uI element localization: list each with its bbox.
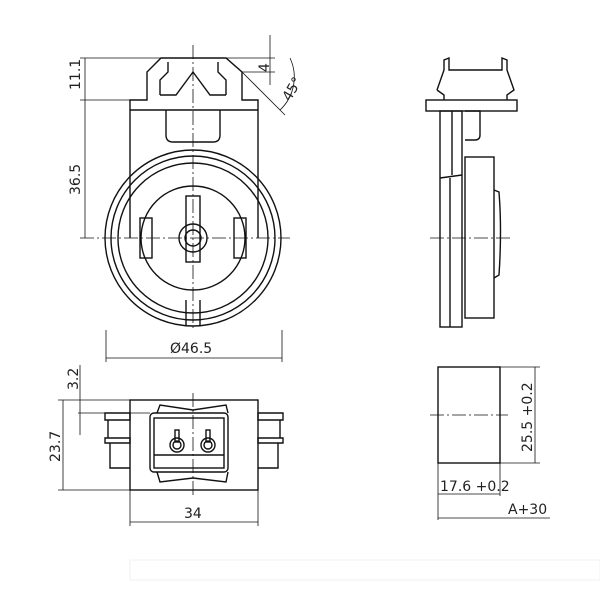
dim-tab: 4 (257, 63, 273, 72)
dim-offset: 3.2 (66, 368, 82, 390)
contact-icon (169, 429, 216, 453)
dim-angle: 45° (280, 74, 306, 104)
dim-width: 34 (184, 506, 202, 522)
dim-cutout-height: 25.5 +0.2 (520, 382, 536, 452)
dim-depth: A+30 (508, 502, 547, 518)
dim-diameter: Ø46.5 (170, 341, 212, 357)
side-view (425, 56, 518, 328)
dim-center-height: 36.5 (68, 164, 84, 195)
cutout-view: 25.5 +0.2 17.6 +0.2 A+30 (430, 366, 550, 520)
frame-border (129, 559, 600, 581)
dim-height: 23.7 (48, 431, 64, 462)
dim-clip-height: 11.1 (68, 59, 84, 90)
bottom-view: 3.2 23.7 34 (48, 365, 284, 526)
dim-cutout-width: 17.6 +0.2 (440, 479, 510, 495)
front-view: 11.1 36.5 4 45° Ø46.5 (68, 35, 306, 362)
